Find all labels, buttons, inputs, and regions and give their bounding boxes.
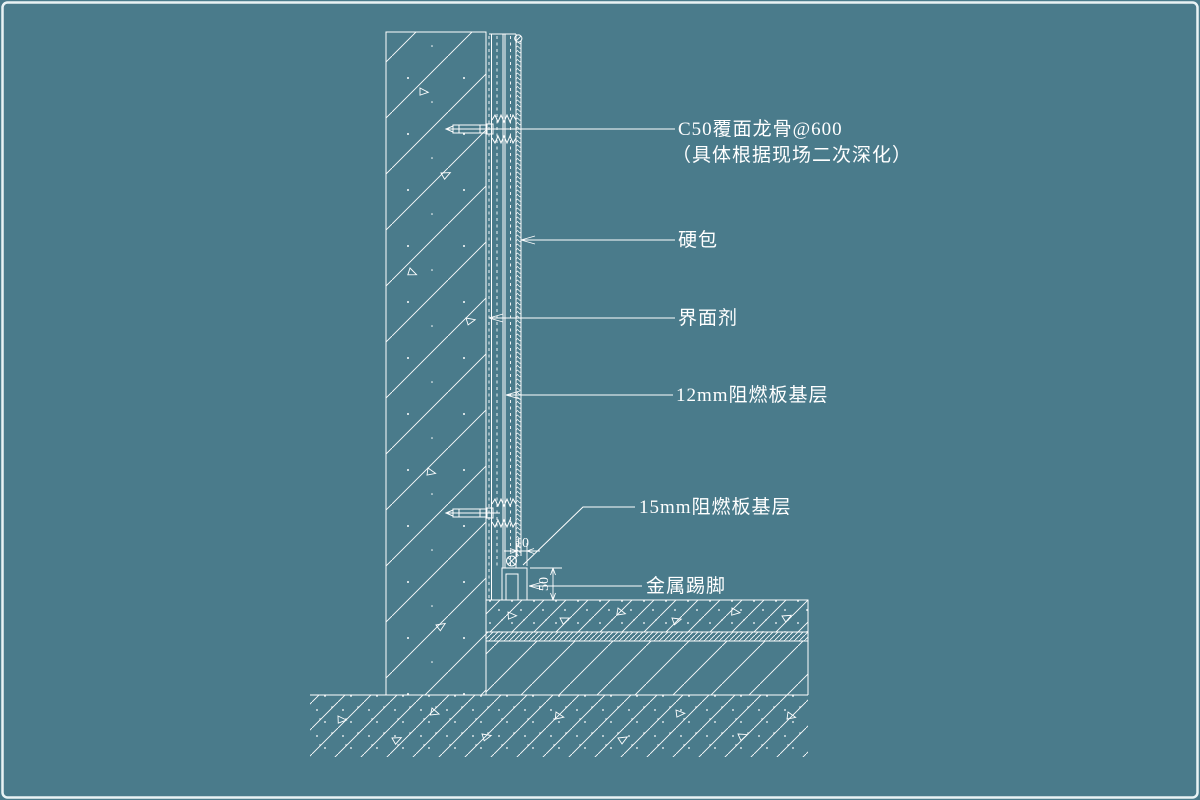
- hard-pack-end-cap: [514, 34, 523, 43]
- dimension-skirting-offset: 10: [504, 536, 540, 566]
- dim-text-50: 50: [537, 577, 552, 591]
- leader-hard-pack: [520, 235, 675, 245]
- hard-pack-layer: [514, 34, 523, 556]
- board-15mm-layer: [504, 34, 517, 568]
- leader-interface-agent: [488, 313, 675, 323]
- label-interface-agent: 界面剂: [678, 307, 738, 329]
- concrete-wall: [385, 31, 487, 695]
- leader-lines: [488, 128, 675, 591]
- metal-skirting: [501, 555, 528, 601]
- wall-finish-layers: [488, 33, 523, 600]
- ground: [310, 694, 808, 757]
- floor-slab: [485, 600, 809, 695]
- annotation-labels: C50覆面龙骨@600 （具体根据现场二次深化） 硬包 界面剂 12mm阻燃板基…: [639, 118, 912, 597]
- leveling-layer: [485, 631, 809, 642]
- skirting-fastener-circle: [506, 555, 517, 567]
- dim-text-10: 10: [515, 536, 529, 551]
- dimension-skirting-height: 50: [530, 567, 562, 601]
- floor-finish-layer: [485, 599, 809, 633]
- label-keel-line2: （具体根据现场二次深化）: [672, 144, 912, 166]
- leader-board-15mm: [522, 506, 635, 566]
- label-metal-skirting: 金属踢脚: [646, 575, 726, 597]
- leader-board-12mm: [505, 390, 673, 400]
- label-hard-pack: 硬包: [678, 229, 718, 251]
- label-board-15mm: 15mm阻燃板基层: [639, 496, 792, 518]
- label-keel-line1: C50覆面龙骨@600: [678, 118, 843, 140]
- label-board-12mm: 12mm阻燃板基层: [676, 384, 829, 406]
- leader-metal-skirting: [528, 581, 642, 591]
